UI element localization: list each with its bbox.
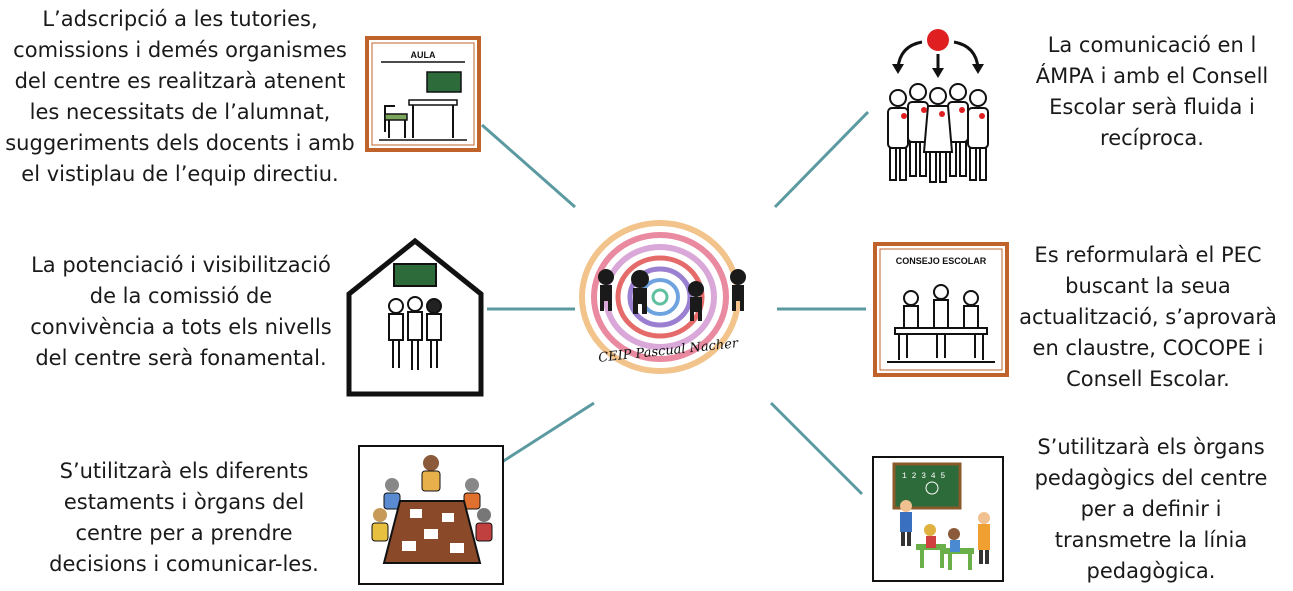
- pictogram-label-aula: AULA: [411, 50, 436, 60]
- node-text-estaments: S’utilitzarà els diferents estaments i ò…: [49, 459, 319, 576]
- group-communication-pictogram: [876, 26, 1000, 188]
- node-text-convivencia: La potenciació i visibilització de la co…: [30, 253, 332, 370]
- pictogram-label-consejo: CONSEJO ESCOLAR: [896, 256, 987, 266]
- center-logo: CEIP Pascual Nacher: [578, 207, 778, 379]
- connector-bottom-left: [501, 401, 595, 464]
- teaching-class-pictogram: 1 2 3 4 5: [872, 456, 1004, 582]
- school-council-pictogram: CONSEJO ESCOLAR: [873, 242, 1009, 377]
- classroom-pictogram: AULA: [365, 36, 481, 152]
- node-text-organs: S’utilitzarà els òrgans pedagògics del c…: [1034, 435, 1268, 583]
- node-text-pec: Es reformularà el PEC buscant la seua ac…: [1019, 243, 1277, 391]
- connector-top-right: [773, 110, 870, 209]
- school-house-pictogram: [344, 236, 486, 398]
- svg-text:1 2 3 4 5: 1 2 3 4 5: [902, 472, 945, 481]
- connector-bottom-right: [769, 401, 864, 496]
- connector-top-left: [481, 123, 576, 209]
- node-text-tutories: L’adscripció a les tutories, comissions …: [5, 7, 355, 186]
- node-text-ampa: La comunicació en l ÁMPA i amb el Consel…: [1035, 33, 1269, 150]
- meeting-table-pictogram: [358, 445, 504, 585]
